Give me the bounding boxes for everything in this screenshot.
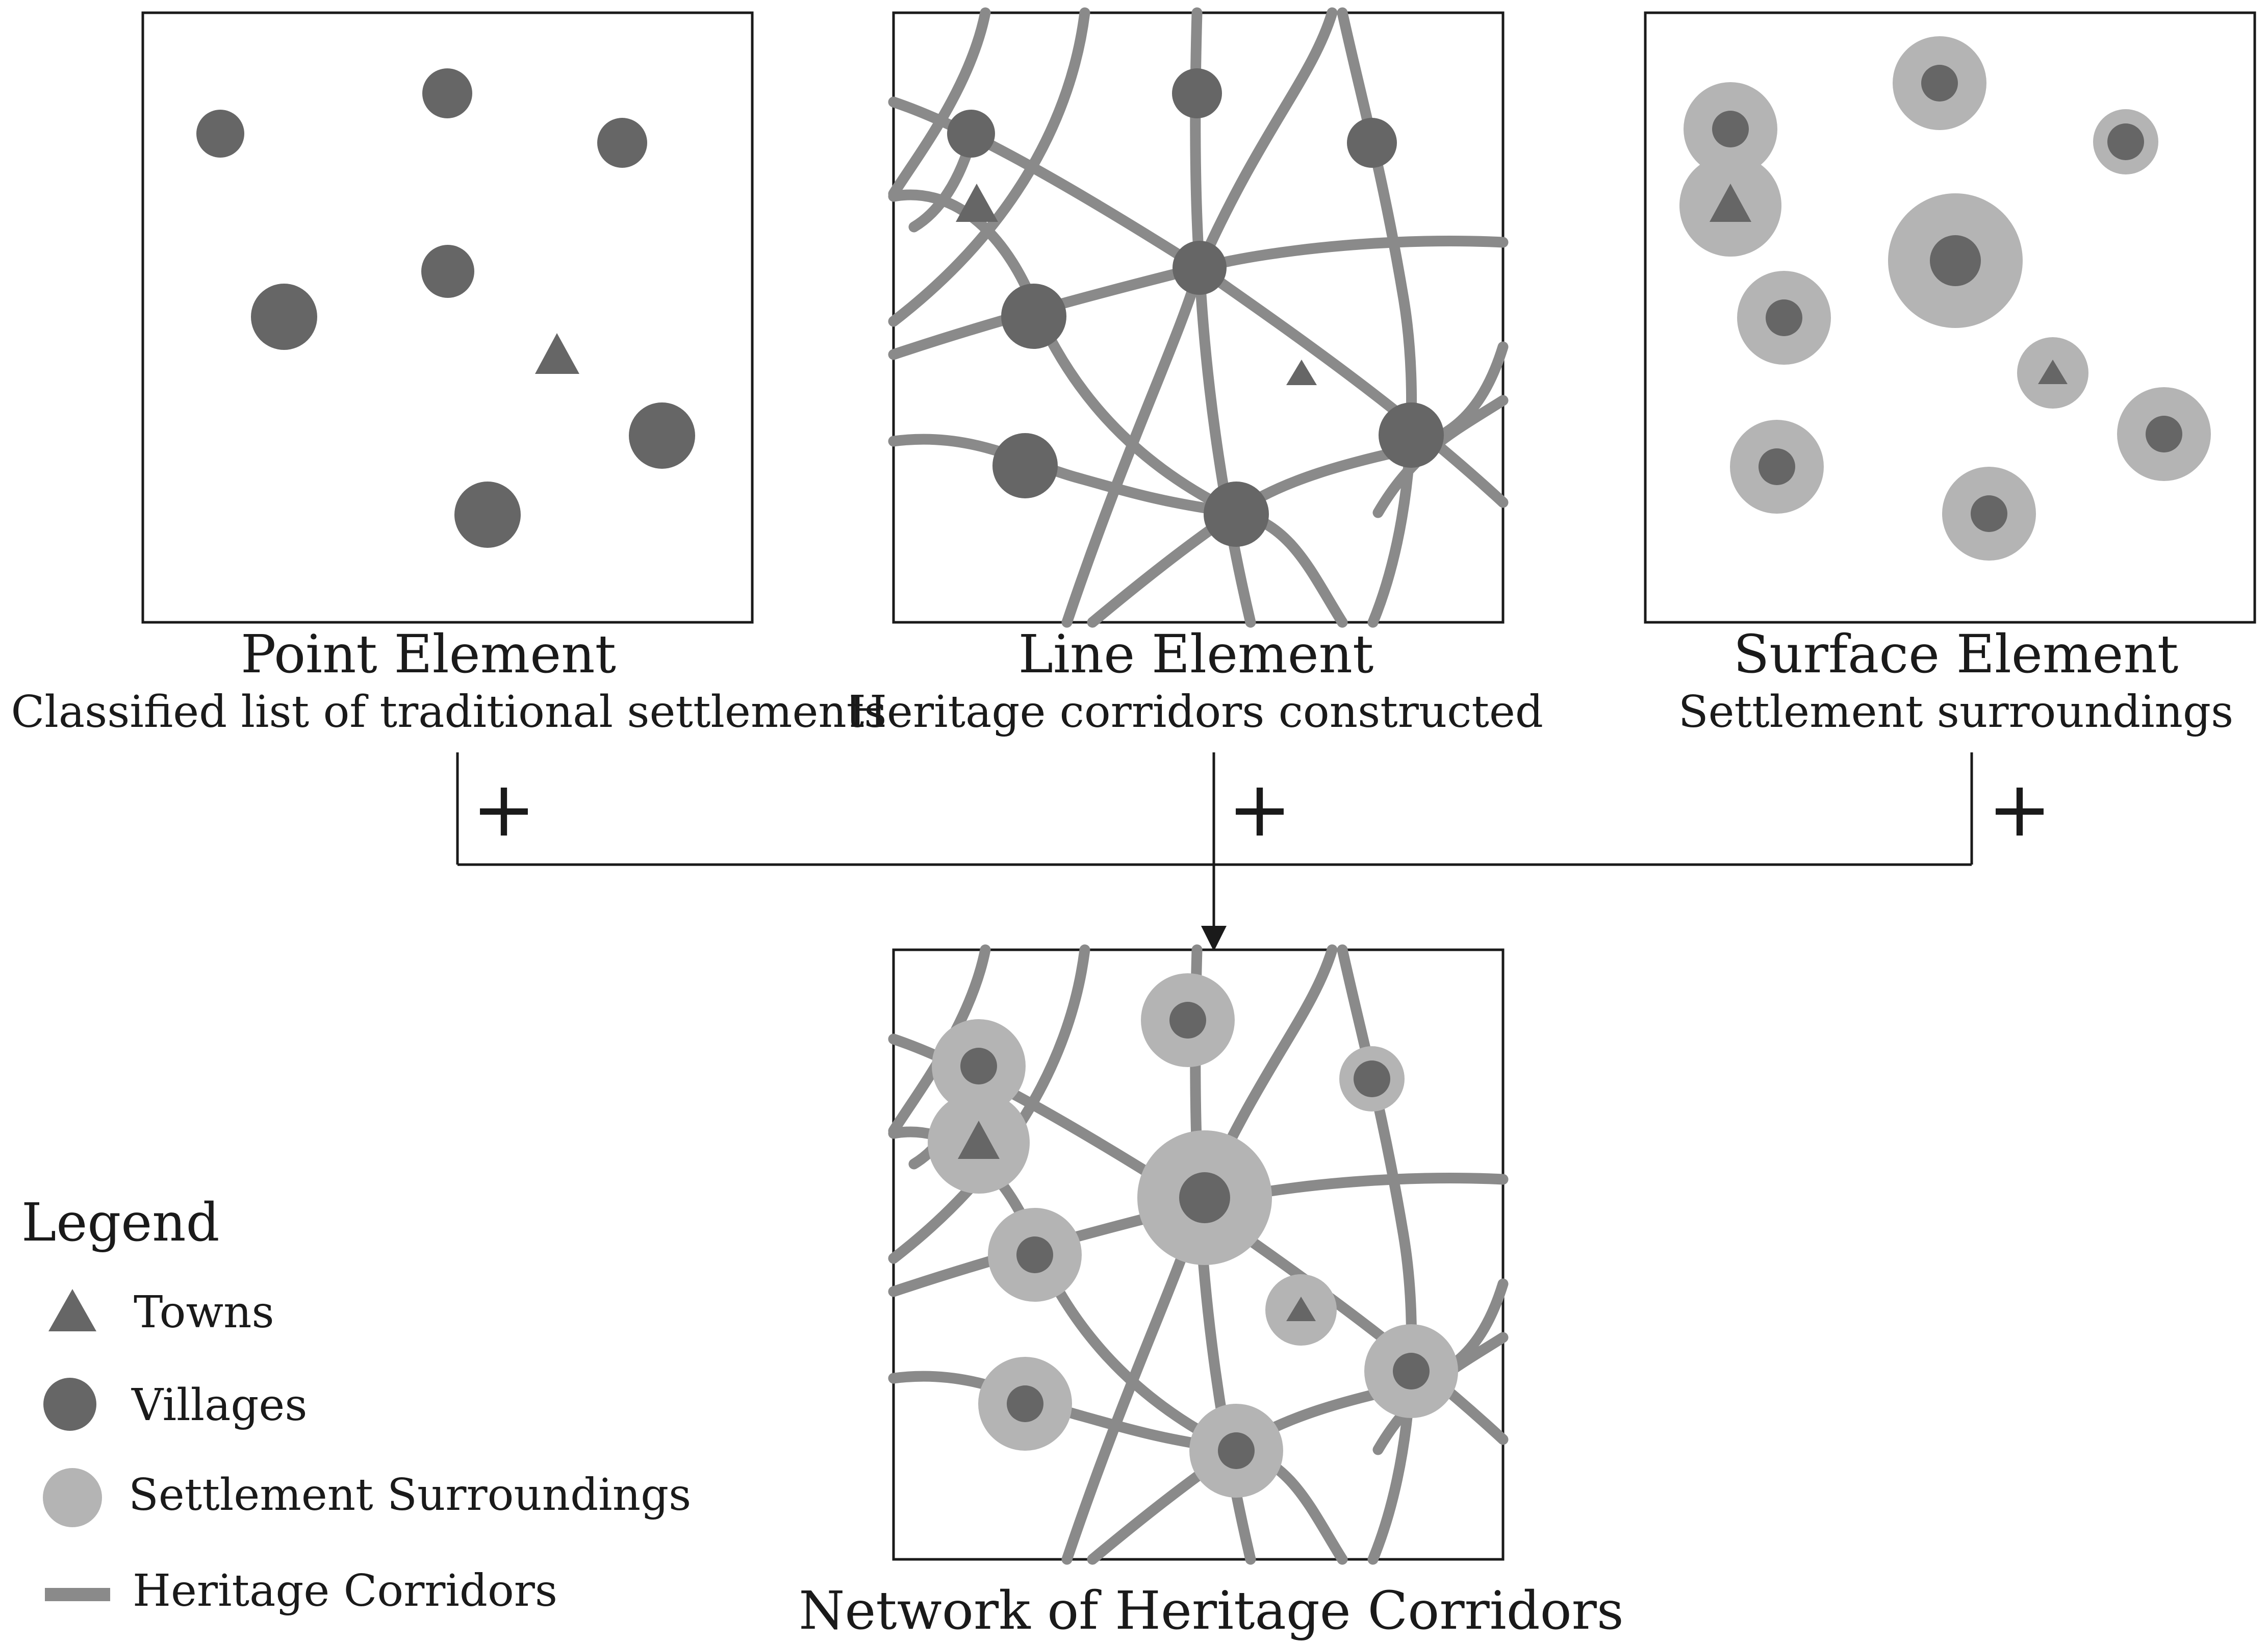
village-dot <box>960 1048 997 1084</box>
point-element-subtitle: Classified list of traditional settlemen… <box>11 687 887 738</box>
dark-circle-icon <box>43 1378 96 1431</box>
village-dot <box>1379 402 1444 468</box>
legend-label-towns: Towns <box>134 1287 274 1338</box>
point-element-title: Point Element <box>241 624 616 685</box>
village-dot <box>947 110 995 158</box>
village-dot <box>196 110 244 158</box>
village-dot <box>597 118 647 168</box>
legend-label-corridors: Heritage Corridors <box>133 1565 557 1616</box>
legend-label-villages: Villages <box>131 1380 307 1431</box>
village-dot <box>1921 65 1958 102</box>
combine-connector <box>456 752 1973 951</box>
village-dot <box>2146 416 2182 452</box>
village-dot <box>1930 235 1981 286</box>
village-dot <box>1759 448 1795 485</box>
line-element-panel <box>894 13 1503 622</box>
village-dot <box>1204 482 1269 547</box>
network-title: Network of Heritage Corridors <box>799 1580 1624 1641</box>
village-dot <box>1354 1060 1390 1097</box>
town-triangle <box>535 333 579 374</box>
plus-sign: + <box>472 765 536 854</box>
line-element-subtitle: Heritage corridors constructed <box>849 687 1543 738</box>
town-triangle <box>956 184 998 222</box>
point-element-panel <box>141 11 754 624</box>
legend-label-surroundings: Settlement Surroundings <box>129 1470 691 1521</box>
village-dot <box>454 482 521 548</box>
legend-title: Legend <box>21 1192 220 1253</box>
light-circle-icon <box>43 1468 102 1527</box>
town-triangle <box>2038 360 2068 384</box>
village-dot <box>251 284 317 350</box>
plus-sign: + <box>1228 765 1292 854</box>
village-dot <box>629 402 695 469</box>
village-dot <box>1172 68 1222 118</box>
village-dot <box>1007 1385 1043 1422</box>
line-element-title: Line Element <box>1018 624 1374 685</box>
village-dot <box>1766 299 1802 336</box>
triangle-icon <box>48 1289 96 1331</box>
gray-bar-icon <box>45 1588 110 1601</box>
town-triangle <box>1286 1297 1316 1321</box>
village-dot <box>1712 111 1749 147</box>
village-dot <box>1218 1432 1255 1469</box>
surface-element-title: Surface Element <box>1734 624 2178 685</box>
village-dot <box>992 433 1058 498</box>
village-dot <box>1971 495 2007 532</box>
village-dot <box>1347 118 1397 168</box>
town-triangle <box>958 1121 1000 1159</box>
village-dot <box>1169 1002 1206 1039</box>
village-dot <box>2107 123 2144 160</box>
surface-element-panel <box>1644 11 2256 624</box>
network-panel <box>894 950 1503 1559</box>
legend: Legend Towns Villages Settlement Surroun… <box>21 1192 691 1616</box>
village-dot <box>422 68 472 118</box>
village-dot <box>1016 1236 1053 1273</box>
village-dot <box>1179 1172 1230 1223</box>
village-dot <box>1173 241 1227 295</box>
surface-element-subtitle: Settlement surroundings <box>1678 687 2233 738</box>
plus-sign: + <box>1987 765 2052 854</box>
village-dot <box>1393 1353 1430 1389</box>
village-dot <box>421 245 474 298</box>
town-triangle <box>1286 360 1317 385</box>
town-triangle <box>1710 184 1751 222</box>
village-dot <box>1001 284 1066 349</box>
